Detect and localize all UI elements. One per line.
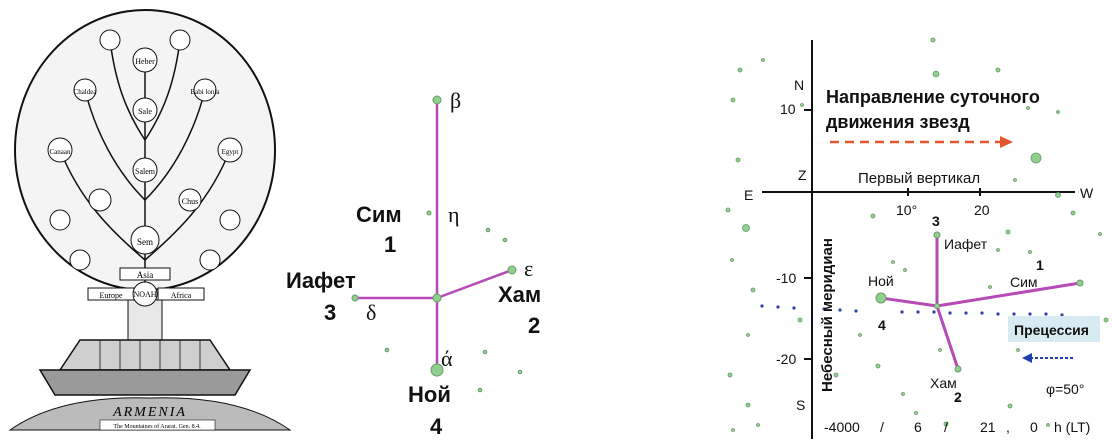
bottom-axis-caption: -4000 / 6 / 21 , 0 h (LT) bbox=[824, 419, 1090, 435]
daily-motion-arrow bbox=[830, 136, 1013, 148]
direction-title-line2: движения звезд bbox=[826, 112, 970, 132]
ararat-subcaption: The Mountaines of Ararat. Gen. 8.4. bbox=[113, 423, 201, 430]
bottom-unit: h (LT) bbox=[1054, 419, 1090, 435]
star-eta bbox=[426, 210, 432, 216]
latitude-label: φ=50° bbox=[1046, 381, 1084, 397]
label-alpha: ά bbox=[441, 346, 453, 371]
direction-title-line1: Направление суточного bbox=[826, 87, 1040, 107]
x-tick-10: 10° bbox=[896, 202, 917, 218]
noah-tree-engraving: Sem Chus Salem Sale Heber Babi lonia Cha… bbox=[0, 0, 300, 439]
precession-dots bbox=[760, 304, 1064, 317]
branch-label-babilonia: Babi lonia bbox=[191, 88, 221, 96]
sky-stars bbox=[725, 37, 1109, 432]
person-noi-num: 4 bbox=[430, 414, 443, 439]
sky-iafet-name: Иафет bbox=[944, 236, 988, 252]
constellation-svg: β η ε δ ά Сим 1 Хам 2 Иафет 3 Ной 4 bbox=[286, 88, 541, 439]
branch-label-salem: Salem bbox=[135, 167, 156, 176]
cardinal-z: Z bbox=[798, 167, 807, 183]
mount-ararat bbox=[8, 397, 292, 431]
sky-sim-num: 1 bbox=[1036, 257, 1044, 273]
constellation-diagram: β η ε δ ά Сим 1 Хам 2 Иафет 3 Ной 4 bbox=[280, 0, 580, 439]
precession-label: Прецессия bbox=[1014, 322, 1089, 338]
sky-constellation-stars bbox=[875, 231, 1084, 373]
sky-ham-num: 2 bbox=[954, 389, 962, 405]
banner-asia: Asia bbox=[137, 270, 154, 280]
bottom-val2: 21 bbox=[980, 419, 996, 435]
cardinal-s: S bbox=[796, 397, 805, 413]
branch-label-sem: Sem bbox=[137, 237, 153, 247]
branch-label-canaan: Canaan bbox=[50, 148, 71, 156]
ark-label: NOAH bbox=[133, 290, 156, 299]
sky-ham-name: Хам bbox=[930, 375, 957, 391]
sky-iafet-num: 3 bbox=[932, 213, 940, 229]
label-epsilon: ε bbox=[524, 256, 533, 281]
constellation-stars bbox=[351, 95, 523, 393]
sky-noi-name: Ной bbox=[868, 273, 894, 289]
ark bbox=[38, 339, 252, 396]
branch-label-sale: Sale bbox=[138, 107, 152, 116]
branch-label-heber: Heber bbox=[135, 57, 155, 66]
bottom-year: -4000 bbox=[824, 419, 860, 435]
y-tick-10: 10 bbox=[780, 101, 796, 117]
cardinal-w: W bbox=[1080, 185, 1094, 201]
sky-constellation-lines bbox=[880, 235, 1081, 370]
bottom-val1: 6 bbox=[914, 419, 922, 435]
star-beta bbox=[432, 95, 442, 105]
branch-label-egypt: Egypt bbox=[222, 148, 239, 156]
sky-star-sim bbox=[1076, 279, 1084, 287]
cardinal-n: N bbox=[794, 77, 804, 93]
sky-map: Направление суточного движения звезд N Z… bbox=[718, 20, 1112, 439]
bottom-sep1: / bbox=[880, 419, 884, 435]
tree-illustration: Sem Chus Salem Sale Heber Babi lonia Cha… bbox=[8, 9, 292, 431]
tree-foliage: Sem Chus Salem Sale Heber Babi lonia Cha… bbox=[14, 9, 276, 330]
person-ham-name: Хам bbox=[498, 282, 541, 307]
precession-box: Прецессия bbox=[1008, 316, 1100, 363]
y-tick-minus10: -10 bbox=[776, 270, 796, 286]
bottom-val3: 0 bbox=[1030, 419, 1038, 435]
sky-map-svg: Направление суточного движения звезд N Z… bbox=[725, 37, 1109, 439]
branch-label-chus: Chus bbox=[182, 197, 198, 206]
sky-star-iafet bbox=[933, 231, 941, 239]
armenia-caption: ARMENIA bbox=[112, 405, 187, 420]
star-epsilon bbox=[507, 265, 517, 275]
bottom-sep2: / bbox=[944, 419, 948, 435]
x-tick-20: 20 bbox=[974, 202, 990, 218]
sky-star-ham bbox=[954, 365, 962, 373]
banner-africa: Africa bbox=[171, 291, 192, 300]
sky-axes bbox=[762, 40, 1075, 439]
bottom-sep3: , bbox=[1006, 419, 1010, 435]
person-sim-name: Сим bbox=[356, 202, 402, 227]
sky-star-noi bbox=[875, 292, 887, 304]
meridian-label: Небесный меридиан bbox=[819, 238, 836, 392]
cardinal-e: E bbox=[744, 187, 753, 203]
noah-figure: NOAH bbox=[127, 281, 163, 341]
banner-europe: Europe bbox=[99, 291, 123, 300]
person-sim-num: 1 bbox=[384, 232, 396, 257]
star-center bbox=[432, 293, 442, 303]
star-alpha bbox=[430, 363, 444, 377]
star-delta bbox=[351, 294, 359, 302]
y-tick-minus20: -20 bbox=[776, 351, 796, 367]
first-vertical-label: Первый вертикал bbox=[858, 170, 980, 187]
sky-noi-num: 4 bbox=[878, 317, 886, 333]
person-noi-name: Ной bbox=[408, 382, 451, 407]
label-beta: β bbox=[450, 88, 461, 113]
branch-label-chaldea: Chaldea bbox=[74, 88, 98, 96]
label-delta: δ bbox=[366, 300, 376, 325]
person-iafet-num: 3 bbox=[324, 300, 336, 325]
person-ham-num: 2 bbox=[528, 313, 540, 338]
person-iafet-name: Иафет bbox=[286, 268, 356, 293]
constellation-lines bbox=[355, 100, 513, 370]
label-eta: η bbox=[448, 202, 460, 227]
continent-banners: Asia Europe Africa bbox=[87, 267, 205, 301]
sky-sim-name: Сим bbox=[1010, 274, 1038, 290]
